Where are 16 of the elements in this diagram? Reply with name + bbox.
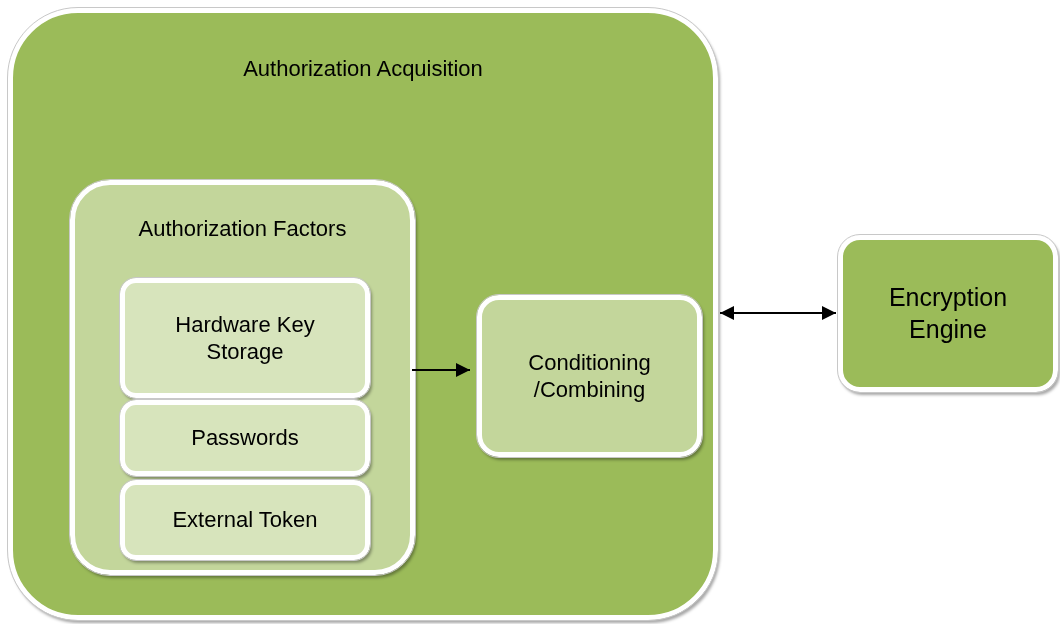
arrow (411, 363, 471, 377)
box-label: Hardware Key Storage (174, 310, 316, 366)
box-heading: Authorization Factors (138, 216, 347, 241)
process-box (120, 480, 370, 560)
arrow (719, 306, 837, 320)
box-label: Passwords (191, 424, 299, 452)
process-box (120, 278, 370, 398)
process-box (838, 235, 1058, 392)
container-box (70, 180, 415, 575)
box-label: Conditioning /Combining (527, 348, 652, 404)
box-label: Encryption Engine (887, 282, 1009, 345)
container-box (8, 8, 718, 620)
box-label: External Token (172, 506, 318, 534)
box-heading: Authorization Acquisition (243, 56, 483, 81)
process-box (120, 400, 370, 476)
process-box (477, 295, 702, 457)
